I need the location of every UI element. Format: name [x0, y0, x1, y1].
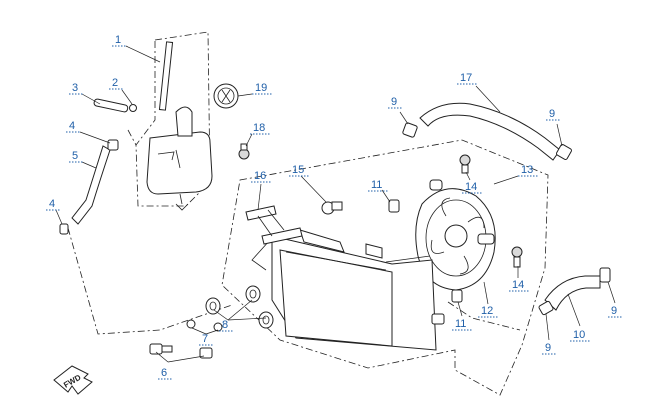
washers-7: [186, 319, 223, 332]
callout-9-lower-right: 9: [611, 305, 617, 317]
screw-18: [238, 143, 250, 160]
callout-10: 10: [573, 329, 585, 341]
callout-8: 8: [222, 319, 228, 331]
callout-14-upper: 14: [465, 181, 477, 193]
leader-lines: [55, 45, 616, 363]
callout-18: 18: [253, 122, 265, 134]
callout-7: 7: [202, 333, 208, 345]
fwd-arrow-icon: FWD: [53, 365, 93, 395]
radiator: [251, 229, 445, 351]
callout-4-upper: 4: [69, 120, 75, 132]
callout-6: 6: [161, 367, 167, 379]
callout-4-lower: 4: [49, 198, 55, 210]
cooling-fan-12: [415, 179, 496, 291]
callout-11-upper: 11: [371, 179, 382, 191]
callout-17: 17: [460, 72, 472, 84]
callouts: 1 2 3 4 5 4 19 18 9 17 9 13 15 16 11 14 …: [46, 34, 622, 380]
clips-11: [388, 199, 463, 303]
grommets-8: [205, 285, 274, 329]
callout-9-lower-left: 9: [545, 342, 551, 354]
callout-11-lower: 11: [455, 318, 466, 330]
callout-12: 12: [481, 305, 493, 317]
callout-13: 13: [521, 164, 533, 176]
lower-hose-10: [538, 267, 611, 316]
callout-9-upper-left: 9: [391, 96, 397, 108]
callout-3: 3: [72, 82, 78, 94]
callout-5: 5: [72, 150, 78, 162]
callout-2: 2: [112, 77, 118, 89]
bracket-16: [245, 205, 303, 245]
assembly-outlines: [67, 31, 549, 396]
callout-1: 1: [115, 34, 121, 46]
coolant-reservoir-group: [59, 41, 239, 235]
callout-14-lower: 14: [512, 279, 524, 291]
bolts-14: [459, 154, 523, 268]
callout-19: 19: [255, 82, 267, 94]
upper-hose-17: [402, 102, 572, 161]
callout-15: 15: [292, 164, 304, 176]
callout-16: 16: [254, 170, 266, 182]
bolts-6: [149, 343, 213, 359]
callout-9-upper-right: 9: [549, 108, 555, 120]
sensor-15: [321, 201, 343, 215]
